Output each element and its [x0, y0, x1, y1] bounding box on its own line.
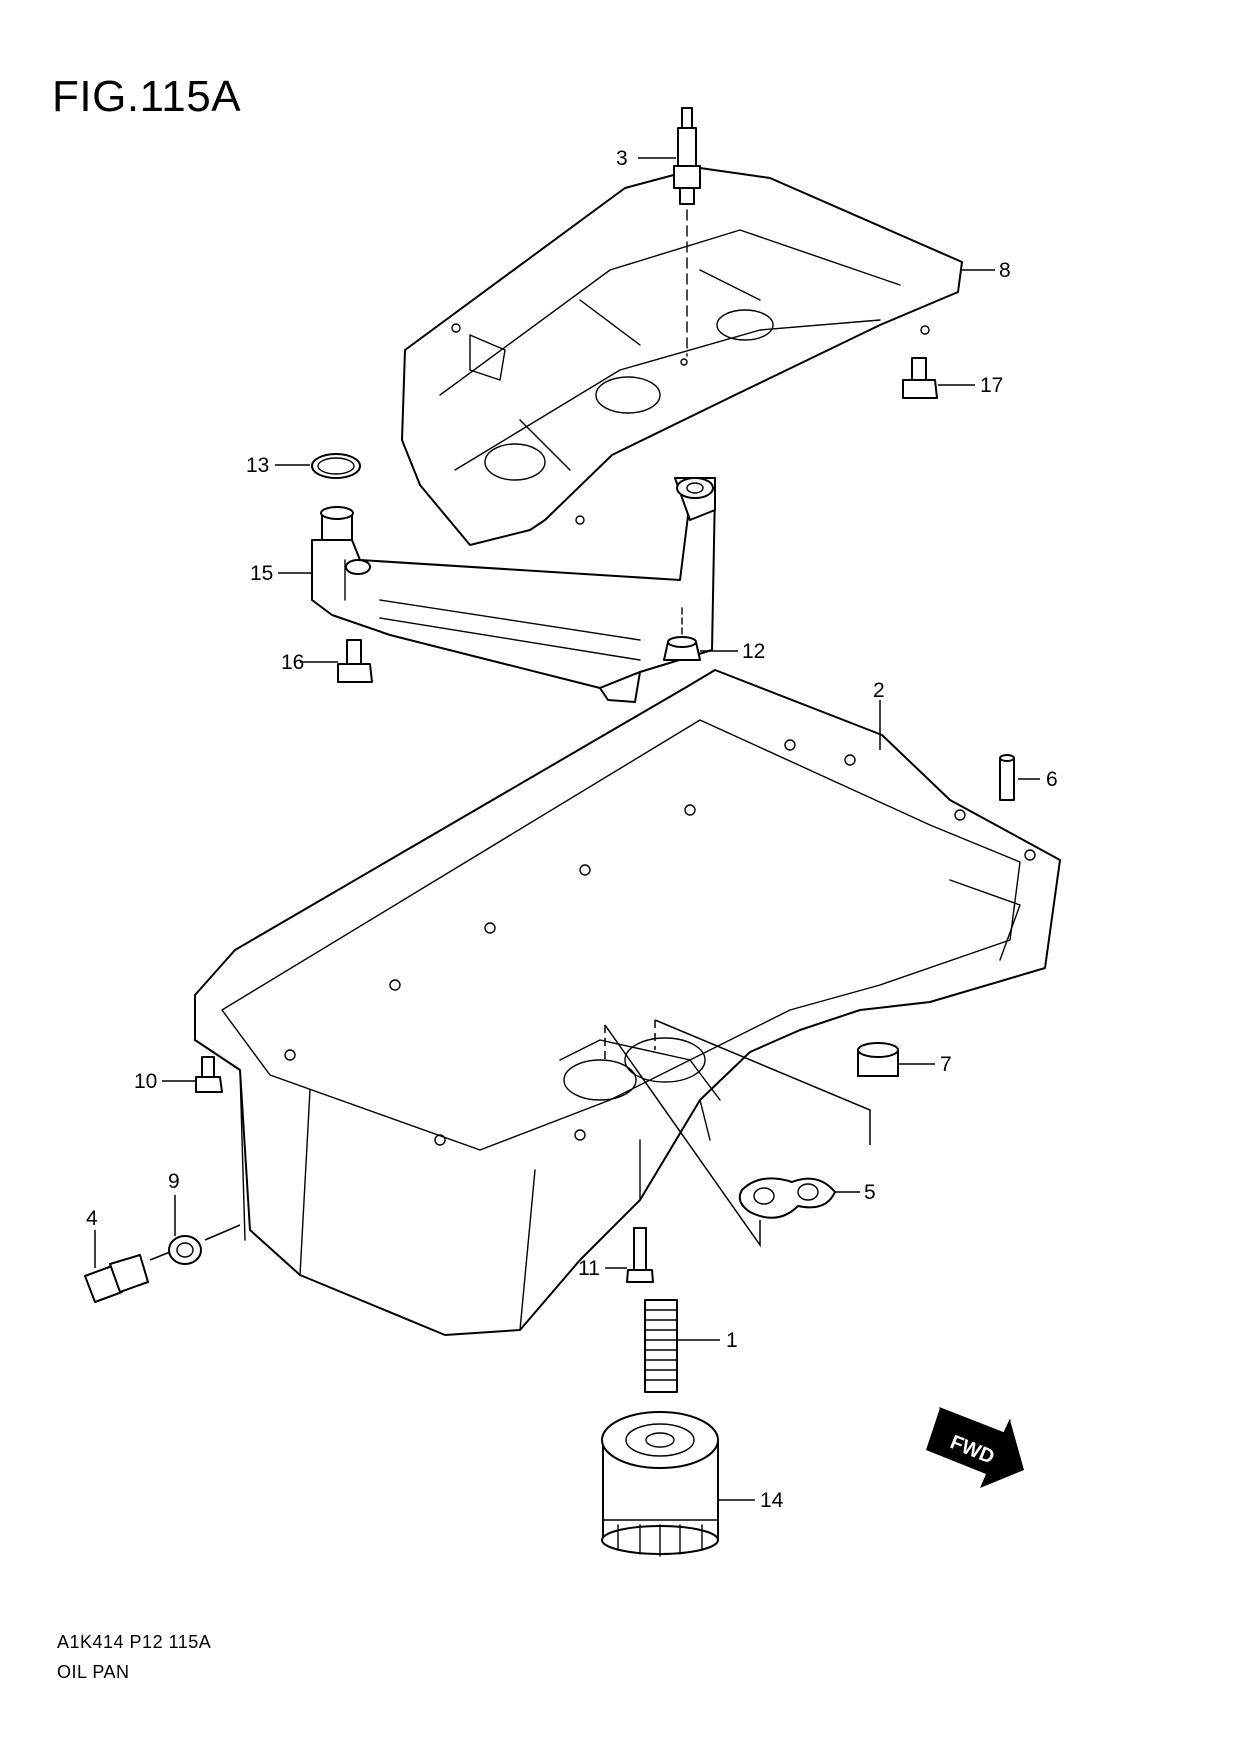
- fwd-arrow-icon: FWD: [926, 1407, 1024, 1488]
- callout-16: 16: [281, 651, 304, 674]
- gasket-part-5: [738, 1177, 836, 1219]
- bolt-part-16: [337, 639, 373, 683]
- callout-6: 6: [1046, 768, 1058, 791]
- oil-filter-part-14: [601, 1411, 719, 1557]
- stud-bolt-part-3: [673, 107, 701, 357]
- leader-lines: [94, 157, 1040, 1501]
- callout-7: 7: [940, 1053, 952, 1076]
- washer-part-9: [168, 1235, 202, 1265]
- callout-14: 14: [760, 1489, 784, 1512]
- figure-title: FIG.115A: [52, 72, 242, 121]
- callout-5: 5: [864, 1181, 876, 1204]
- bolt-part-10: [195, 1056, 223, 1093]
- callout-12: 12: [742, 640, 765, 663]
- union-bolt-part-1: [644, 1299, 678, 1393]
- figure-code: A1K414 P12 115A: [57, 1632, 212, 1652]
- baffle-cover-part-8: [401, 167, 963, 546]
- callout-10: 10: [134, 1070, 157, 1093]
- drain-plug-part-4: [84, 1254, 149, 1303]
- callout-13: 13: [246, 454, 269, 477]
- callout-3: 3: [616, 147, 628, 170]
- callout-2: 2: [873, 679, 885, 702]
- grommet-part-12: [663, 607, 701, 661]
- callout-labels: 1 2 3 4 5 6 7 8 9 10 11 12 13 14 15 16 1…: [86, 147, 1058, 1512]
- callout-9: 9: [168, 1170, 180, 1193]
- dowel-pin-part-6: [999, 754, 1015, 801]
- bolt-part-17: [902, 357, 938, 399]
- callout-4: 4: [86, 1207, 98, 1230]
- callout-15: 15: [250, 562, 273, 585]
- callout-8: 8: [999, 259, 1011, 282]
- callout-1: 1: [726, 1329, 738, 1352]
- collar-part-7: [857, 1042, 899, 1077]
- o-ring-part-13: [311, 453, 361, 479]
- bolt-part-11: [626, 1227, 654, 1283]
- oil-pan-part-2: [194, 669, 1061, 1336]
- callout-11: 11: [578, 1257, 600, 1280]
- figure-name: OIL PAN: [57, 1662, 130, 1682]
- callout-17: 17: [980, 374, 1003, 397]
- oil-strainer-part-15: [311, 477, 716, 703]
